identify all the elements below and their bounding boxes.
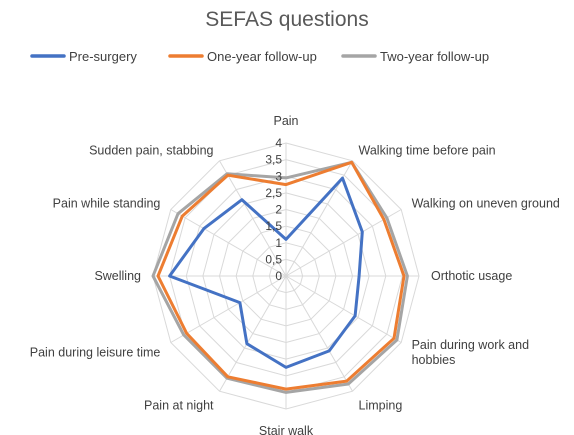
category-label: Stair walk [259,424,314,435]
chart-title: SEFAS questions [205,8,368,31]
tick-label: 1,5 [265,219,282,233]
category-label: Walking on uneven ground [412,197,560,211]
category-label: Swelling [94,269,141,283]
series-line [156,160,406,391]
radial-axis-ticks: 0 0,5 1 1,5 2 2,5 3 3,5 4 [265,136,282,283]
series-line [168,176,364,369]
legend-label: Pre-surgery [69,49,137,64]
grid-spoke [285,275,353,392]
tick-label: 2,5 [265,186,282,200]
tick-label: 2 [275,203,282,217]
radar-series [151,160,409,394]
category-label: hobbies [412,353,456,367]
category-label: Pain [273,114,298,128]
grid-spoke [285,209,402,277]
legend: Pre-surgery One-year follow-up Two-year fo… [30,49,489,64]
legend-item: Two-year follow-up [341,49,489,64]
legend-label: One-year follow-up [207,49,317,64]
category-label: Pain during work and [412,338,529,352]
legend-item: One-year follow-up [168,49,317,64]
category-label: Pain while standing [53,197,161,211]
series-line [151,160,409,394]
tick-label: 0,5 [265,252,282,266]
legend-label: Two-year follow-up [380,49,489,64]
category-label: Walking time before pain [359,143,496,157]
grid-spoke [219,275,287,392]
grid-spoke [170,275,287,343]
radar-grid [152,142,420,410]
category-label: Orthotic usage [431,269,512,283]
category-label: Pain during leisure time [30,346,161,360]
grid-spoke [170,209,287,277]
grid-spoke [219,160,287,277]
tick-label: 4 [275,136,282,150]
category-label: Limping [359,399,403,413]
tick-label: 1 [275,236,282,250]
category-label: Sudden pain, stabbing [89,143,213,157]
tick-label: 3,5 [265,153,282,167]
category-label: Pain at night [144,399,214,413]
grid-spoke [285,275,402,343]
tick-label: 0 [275,269,282,283]
tick-label: 3 [275,169,282,183]
legend-item: Pre-surgery [30,49,137,64]
